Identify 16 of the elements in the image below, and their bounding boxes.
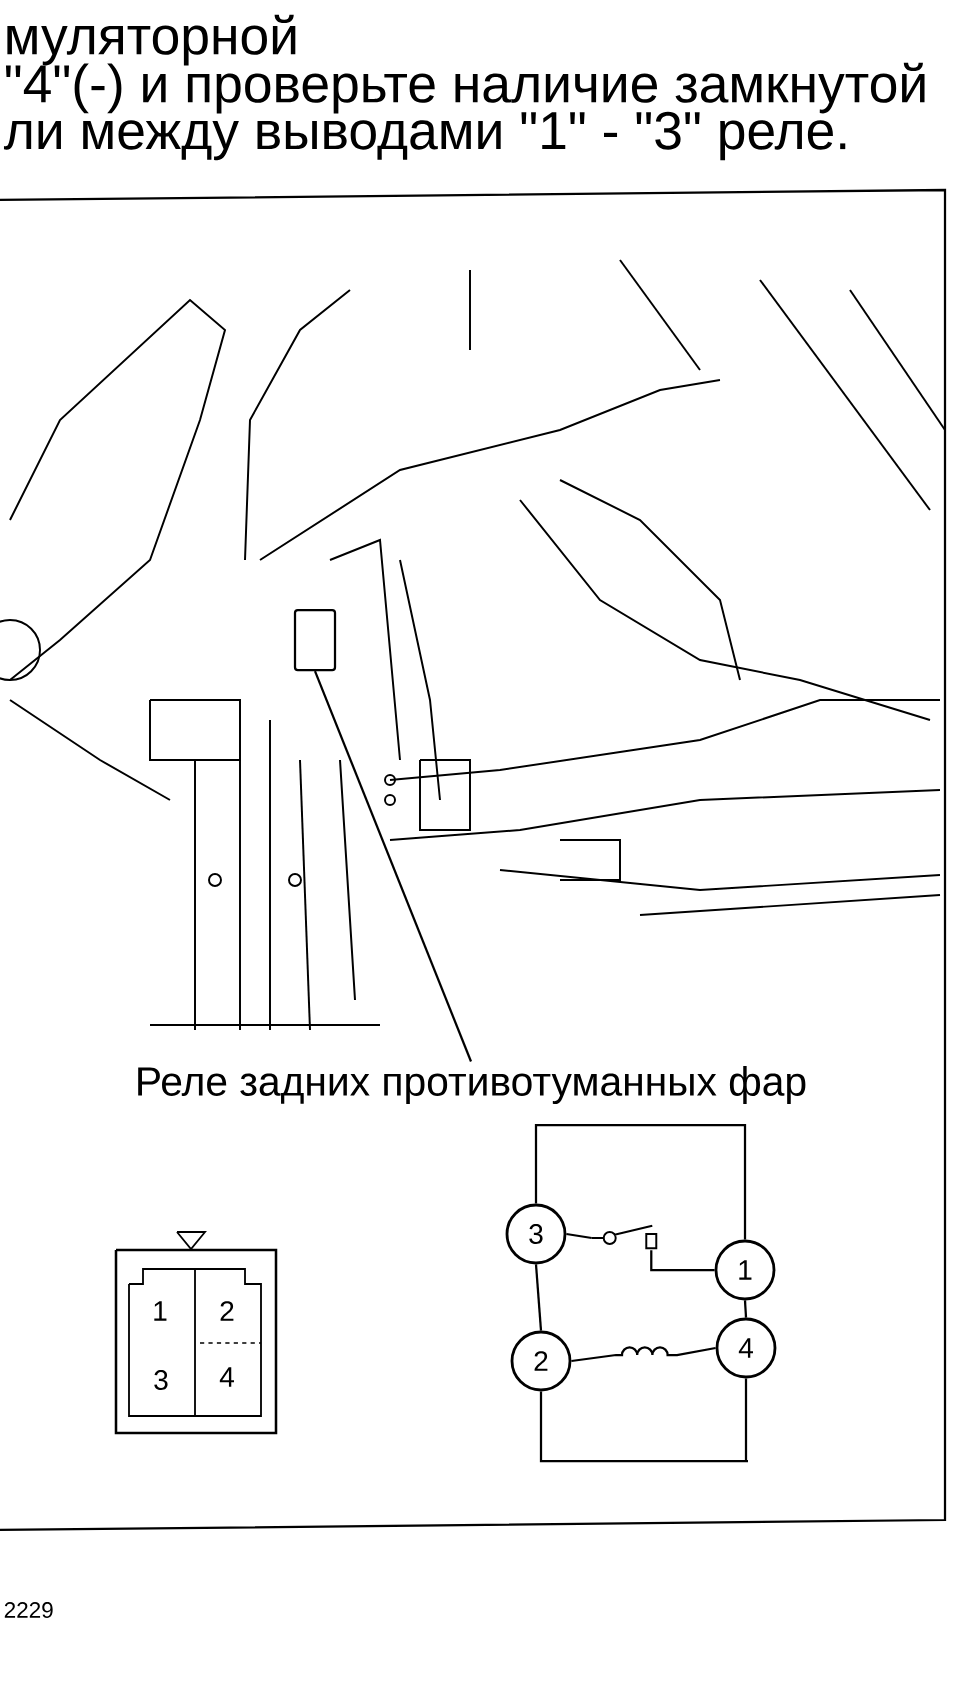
- wire: [571, 1346, 716, 1363]
- relay-drawing: [293, 608, 337, 672]
- pin-number: 4: [219, 1367, 234, 1387]
- wire: [566, 1232, 592, 1240]
- pin-number: 2: [220, 1301, 234, 1321]
- caption-label: Реле задних противотуманных фар: [130, 1061, 812, 1109]
- page-number: 2229: [4, 1602, 53, 1618]
- wire: [539, 1378, 750, 1463]
- switch-symbol: [590, 1224, 658, 1250]
- pin-number: 3: [154, 1370, 168, 1390]
- wire: [650, 1250, 715, 1272]
- leader-line: [313, 670, 473, 1062]
- wire: [534, 1264, 543, 1331]
- wire: [534, 1123, 747, 1240]
- wire: [743, 1300, 748, 1318]
- pin-number: 1: [154, 1301, 167, 1321]
